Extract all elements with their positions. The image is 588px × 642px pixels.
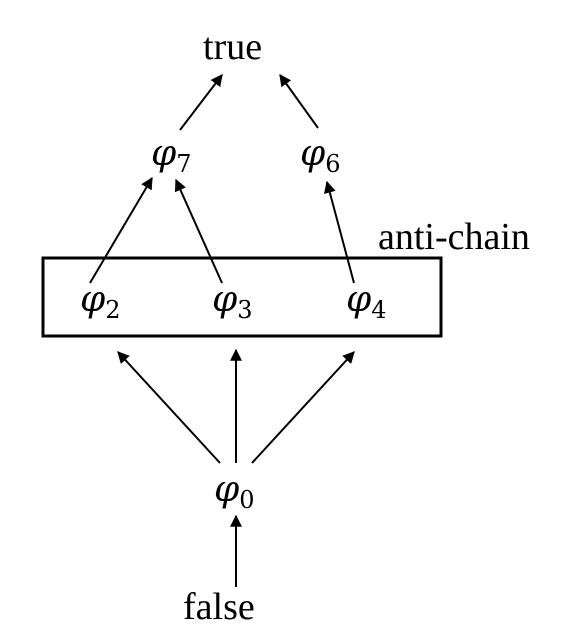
phi7-symbol: φ xyxy=(151,133,177,174)
phi3-index: 3 xyxy=(237,296,253,324)
node-false: false xyxy=(183,586,255,628)
edge-phi2-phi7 xyxy=(89,176,153,284)
node-phi4: φ4 xyxy=(346,279,387,323)
phi2-symbol: φ xyxy=(80,279,106,320)
edge-phi7-true xyxy=(179,74,223,131)
antichain-box xyxy=(41,256,443,338)
phi4-index: 4 xyxy=(371,296,387,324)
node-phi6: φ6 xyxy=(300,133,341,177)
antichain-label: anti-chain xyxy=(378,216,530,258)
node-phi0: φ0 xyxy=(214,469,255,513)
node-phi2: φ2 xyxy=(80,279,121,323)
phi3-symbol: φ xyxy=(212,279,238,320)
edge-phi0-phi4 xyxy=(251,351,355,464)
phi6-symbol: φ xyxy=(300,133,326,174)
phi4-symbol: φ xyxy=(346,279,372,320)
phi7-index: 7 xyxy=(176,150,192,178)
phi6-index: 6 xyxy=(325,150,341,178)
edge-phi6-true xyxy=(279,74,319,129)
node-phi3: φ3 xyxy=(212,279,253,323)
phi2-index: 2 xyxy=(105,296,121,324)
edge-phi0-phi2 xyxy=(117,351,221,464)
phi0-symbol: φ xyxy=(214,469,240,510)
phi0-index: 0 xyxy=(239,486,255,514)
node-true: true xyxy=(203,26,263,68)
edge-phi3-phi7 xyxy=(174,178,223,284)
edge-phi4-phi6 xyxy=(323,180,355,284)
node-phi7: φ7 xyxy=(151,133,192,177)
